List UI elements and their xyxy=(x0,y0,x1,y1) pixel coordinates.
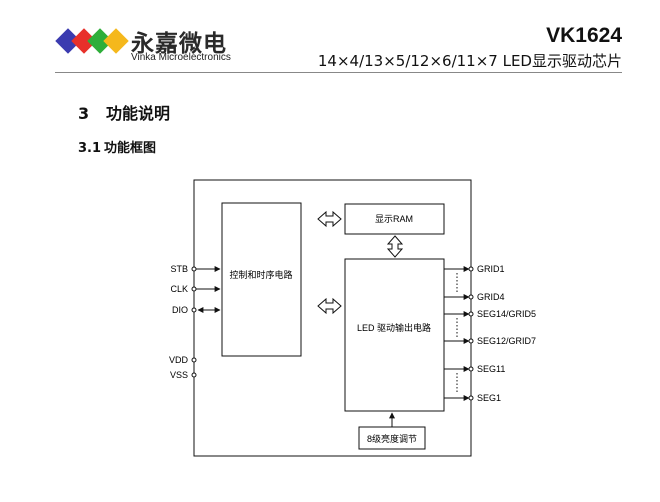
section-heading: 3 功能说明 xyxy=(78,100,170,124)
right-pin-seg1: SEG1 xyxy=(444,393,501,403)
bus-arrow-control-driver xyxy=(317,297,342,315)
left-pin-dio: DIO xyxy=(172,305,221,315)
control-timing-label: 控制和时序电路 xyxy=(229,269,292,280)
right-pin-seg12-grid7: SEG12/GRID7 xyxy=(444,336,536,346)
pin-label-seg1: SEG1 xyxy=(477,393,501,403)
pin-label-vss: VSS xyxy=(170,370,188,380)
logo-diamond-green xyxy=(87,28,113,54)
pin-terminal-vss xyxy=(191,372,197,378)
control-timing-block xyxy=(221,202,302,357)
logo-diamond-red xyxy=(71,28,97,54)
logo-diamond-yellow xyxy=(103,28,129,54)
pin-label-seg12-grid7: SEG12/GRID7 xyxy=(477,336,536,346)
right-pin-seg14-grid5: SEG14/GRID5 xyxy=(444,309,536,319)
left-pin-stb: STB xyxy=(170,264,221,274)
left-pin-vdd: VDD xyxy=(169,355,197,365)
brightness-label: 8级亮度调节 xyxy=(367,433,417,444)
pin-terminal-seg14-grid5 xyxy=(468,311,474,317)
pin-label-vdd: VDD xyxy=(169,355,189,365)
led-driver-block xyxy=(344,258,445,412)
product-subtitle: 14×4/13×5/12×6/11×7 LED显示驱动芯片 xyxy=(317,52,622,70)
pin-terminal-seg1 xyxy=(468,395,474,401)
pin-terminal-stb xyxy=(191,266,197,272)
pin-terminal-dio xyxy=(191,307,197,313)
section-number: 3 xyxy=(78,104,90,123)
brand-name-en: Vinka Microelectronics xyxy=(131,52,231,63)
pin-label-dio: DIO xyxy=(172,305,188,315)
logo-diamond-blue xyxy=(55,28,81,54)
subsection-title: 功能框图 xyxy=(104,141,157,156)
left-pin-clk: CLK xyxy=(170,284,221,294)
bus-arrow-control-ram xyxy=(317,210,342,228)
pin-terminal-grid4 xyxy=(468,294,474,300)
pin-terminal-vdd xyxy=(191,357,197,363)
led-driver-label: LED 驱动输出电路 xyxy=(357,322,431,333)
pin-label-seg14-grid5: SEG14/GRID5 xyxy=(477,309,536,319)
pin-label-grid4: GRID4 xyxy=(477,292,505,302)
vinka-logo xyxy=(55,28,129,54)
left-pin-vss: VSS xyxy=(170,370,197,380)
pin-terminal-seg11 xyxy=(468,366,474,372)
right-pin-grid4: GRID4 xyxy=(444,292,505,302)
right-pin-grid1: GRID1 xyxy=(444,264,505,274)
model-number: VK1624 xyxy=(546,24,622,47)
subsection-number: 3.1 xyxy=(78,141,102,156)
pin-label-clk: CLK xyxy=(170,284,188,294)
pin-terminal-grid1 xyxy=(468,266,474,272)
pin-terminal-clk xyxy=(191,286,197,292)
display-ram-label: 显示RAM xyxy=(375,214,413,224)
display-ram-block xyxy=(344,203,445,235)
section-title: 功能说明 xyxy=(106,104,171,123)
chip-outline xyxy=(193,179,472,457)
bus-arrow-ram-driver xyxy=(386,235,404,258)
pin-label-stb: STB xyxy=(170,264,188,274)
brand-name-cn: 永嘉微电 xyxy=(131,31,227,57)
pin-label-grid1: GRID1 xyxy=(477,264,505,274)
pin-terminal-seg12-grid7 xyxy=(468,338,474,344)
header-divider xyxy=(55,72,622,73)
right-pin-seg11: SEG11 xyxy=(444,364,505,374)
pin-label-seg11: SEG11 xyxy=(477,364,505,374)
